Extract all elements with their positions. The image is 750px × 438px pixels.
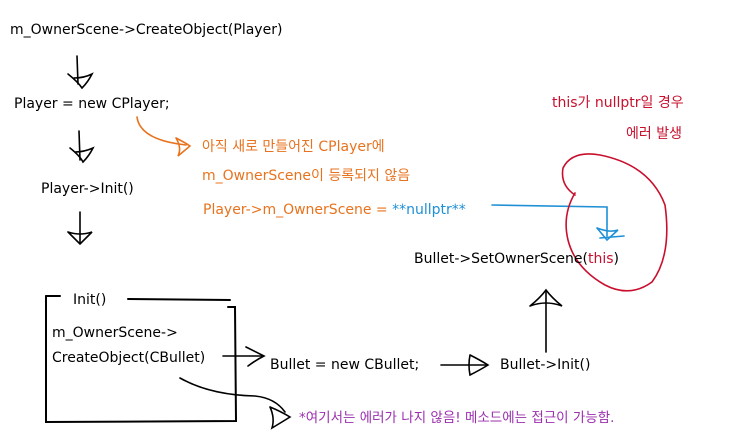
red-note-line-2: 에러 발생: [626, 126, 682, 142]
set-owner-prefix: Bullet->SetOwnerScene(: [414, 251, 588, 267]
down-arrow-2: [69, 130, 95, 164]
bullet-new-text: Bullet = new CBullet;: [270, 357, 420, 373]
nullptr-value: **nullptr**: [392, 202, 466, 218]
red-circle-highlight: [561, 153, 668, 292]
player-new-text: Player = new CPlayer;: [14, 96, 170, 112]
orange-pointer-arrow: [136, 116, 192, 157]
player-init-text: Player->Init(): [41, 181, 134, 197]
up-arrow: [529, 288, 563, 353]
nullptr-note: Player->m_OwnerScene = **nullptr**: [203, 201, 466, 219]
curved-arrow-to-note: [179, 377, 292, 430]
purple-note: *여기서는 에러가 나지 않음! 메소드에는 접근이 가능함.: [299, 410, 615, 426]
red-note-line-1: this가 nullptr일 경우: [552, 95, 684, 111]
nullptr-prefix: Player->m_OwnerScene =: [203, 202, 393, 218]
right-arrow-1: [222, 346, 266, 367]
set-owner-scene-text: Bullet->SetOwnerScene(this): [414, 250, 619, 268]
set-owner-this: this: [588, 251, 614, 267]
init-line-2: CreateObject(CBullet): [52, 350, 206, 366]
create-object-player-text: m_OwnerScene->CreateObject(Player): [10, 22, 283, 38]
down-arrow-3: [67, 211, 93, 246]
init-box: [45, 295, 238, 424]
bullet-init-text: Bullet->Init(): [500, 357, 591, 373]
init-box-title: Init(): [73, 292, 107, 308]
set-owner-suffix: ): [613, 251, 620, 267]
orange-note-line-2: m_OwnerScene이 등록되지 않음: [202, 168, 411, 184]
orange-note-line-1: 아직 새로 만들어진 CPlayer에: [202, 139, 385, 155]
init-line-1: m_OwnerScene->: [52, 325, 178, 341]
blue-pointer-arrow: [491, 204, 625, 242]
right-arrow-2: [440, 354, 490, 377]
down-arrow-1: [67, 55, 94, 90]
